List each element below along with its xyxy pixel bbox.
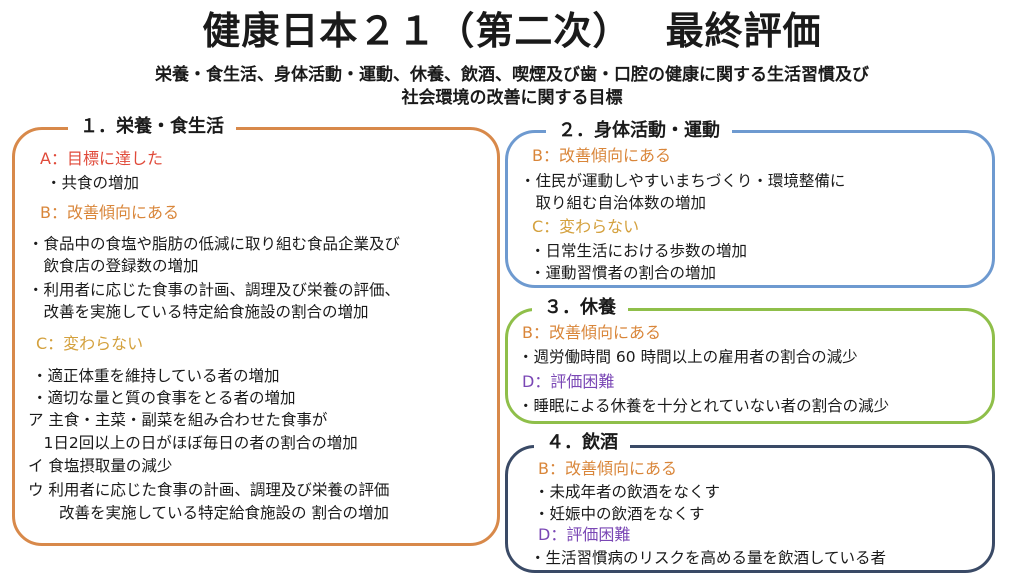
- grade-b-label: B：改善傾向にある: [538, 459, 677, 478]
- grade-d-label: D：評価困難: [522, 372, 615, 391]
- list-item: ・食品中の食塩や脂肪の低減に取り組む食品企業及び: [28, 235, 401, 253]
- list-item: ・未成年者の飲酒をなくす: [534, 483, 721, 501]
- section-nutrition-title: １．栄養・食生活: [68, 115, 236, 139]
- list-item: ・適正体重を維持している者の増加: [32, 367, 280, 385]
- section-activity-panel: [505, 130, 995, 288]
- list-item: ・週労働時間 60 時間以上の雇用者の割合の減少: [518, 348, 858, 366]
- page-subtitle-line2: 社会環境の改善に関する目標: [401, 88, 623, 108]
- page-subtitle-line1: 栄養・食生活、身体活動・運動、休養、飲酒、喫煙及び歯・口腔の健康に関する生活習慣…: [155, 65, 869, 85]
- list-item: ・睡眠による休養を十分とれていない者の割合の減少: [518, 397, 890, 415]
- section-nutrition-panel: [12, 127, 500, 546]
- list-item: ・共食の増加: [46, 174, 140, 192]
- list-item: ・妊娠中の飲酒をなくす: [534, 505, 705, 523]
- list-item: 1日2回以上の日がほぼ毎日の者の割合の増加: [28, 434, 358, 452]
- page-title: 健康日本２１（第二次） 最終評価: [202, 9, 822, 53]
- grade-c-label: C：変わらない: [36, 334, 144, 353]
- list-item: 改善を実施している特定給食施設の割合の増加: [28, 303, 369, 321]
- list-item: ア 主食・主菜・副菜を組み合わせた食事が: [28, 411, 328, 429]
- section-drinking-title: ４．飲酒: [534, 431, 630, 455]
- list-item: 改善を実施している特定給食施設の 割合の増加: [28, 504, 389, 522]
- list-item: ・生活習慣病のリスクを高める量を飲酒している者: [530, 549, 887, 567]
- section-rest-panel: [505, 308, 995, 424]
- list-item: ウ 利用者に応じた食事の計画、調理及び栄養の評価: [28, 481, 390, 499]
- section-rest-title: ３．休養: [532, 296, 628, 320]
- grade-d-label: D：評価困難: [538, 525, 631, 544]
- grade-a-label: A：目標に達した: [40, 149, 163, 168]
- section-drinking-panel: [505, 445, 995, 573]
- grade-b-label: B：改善傾向にある: [522, 323, 661, 342]
- list-item: ・運動習慣者の割合の増加: [530, 264, 717, 282]
- list-item: 飲食店の登録数の増加: [28, 257, 199, 275]
- section-activity-title: ２．身体活動・運動: [546, 119, 732, 143]
- list-item: ・日常生活における歩数の増加: [530, 242, 748, 260]
- list-item: 取り組む自治体数の増加: [520, 194, 707, 212]
- list-item: ・適切な量と質の食事をとる者の増加: [32, 389, 296, 407]
- grade-b-label: B：改善傾向にある: [532, 146, 671, 165]
- list-item: ・住民が運動しやすいまちづくり・環境整備に: [520, 172, 846, 190]
- grade-c-label: C：変わらない: [532, 217, 640, 236]
- list-item: イ 食塩摂取量の減少: [28, 457, 173, 475]
- grade-b-label: B：改善傾向にある: [40, 203, 179, 222]
- list-item: ・利用者に応じた食事の計画、調理及び栄養の評価、: [28, 281, 401, 299]
